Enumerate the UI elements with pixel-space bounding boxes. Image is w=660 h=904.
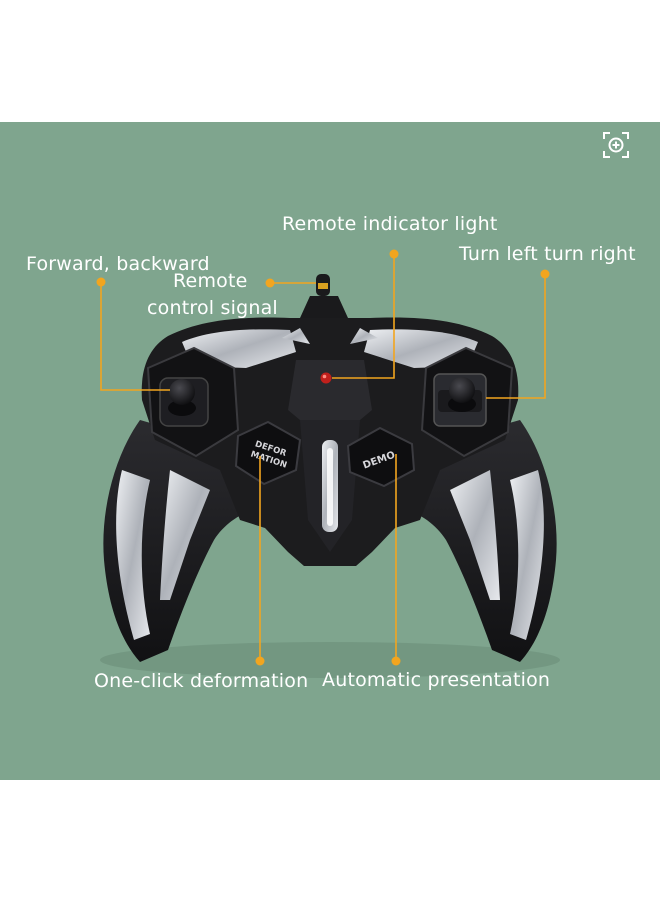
callout-indicator-light — [332, 254, 395, 379]
right-joystick[interactable] — [420, 346, 514, 458]
label-turn-left-right: Turn left turn right — [459, 243, 636, 265]
label-automatic-presentation: Automatic presentation — [322, 669, 551, 691]
demo-button[interactable]: DEMO — [346, 426, 416, 488]
antenna — [300, 274, 348, 318]
callout-forward-backward — [100, 282, 170, 391]
zoom-in-icon — [603, 132, 629, 158]
ground-shadow — [100, 642, 560, 678]
controller-body — [141, 317, 519, 566]
indicator-led — [320, 372, 332, 384]
left-joystick[interactable] — [146, 346, 240, 458]
label-forward-backward: Forward, backward — [26, 253, 210, 275]
label-remote-indicator-light: Remote indicator light — [282, 213, 498, 235]
callout-turn-left-right — [486, 274, 546, 399]
label-remote-control-signal-1: Remote — [173, 270, 248, 292]
callout-lines — [100, 254, 546, 661]
deformation-button[interactable]: DEFOR MATION — [234, 420, 302, 486]
zoom-button[interactable] — [601, 130, 631, 160]
callout-dots — [96, 249, 550, 666]
label-one-click-deformation: One-click deformation — [94, 670, 309, 692]
label-remote-control-signal-2: control signal — [147, 297, 278, 319]
